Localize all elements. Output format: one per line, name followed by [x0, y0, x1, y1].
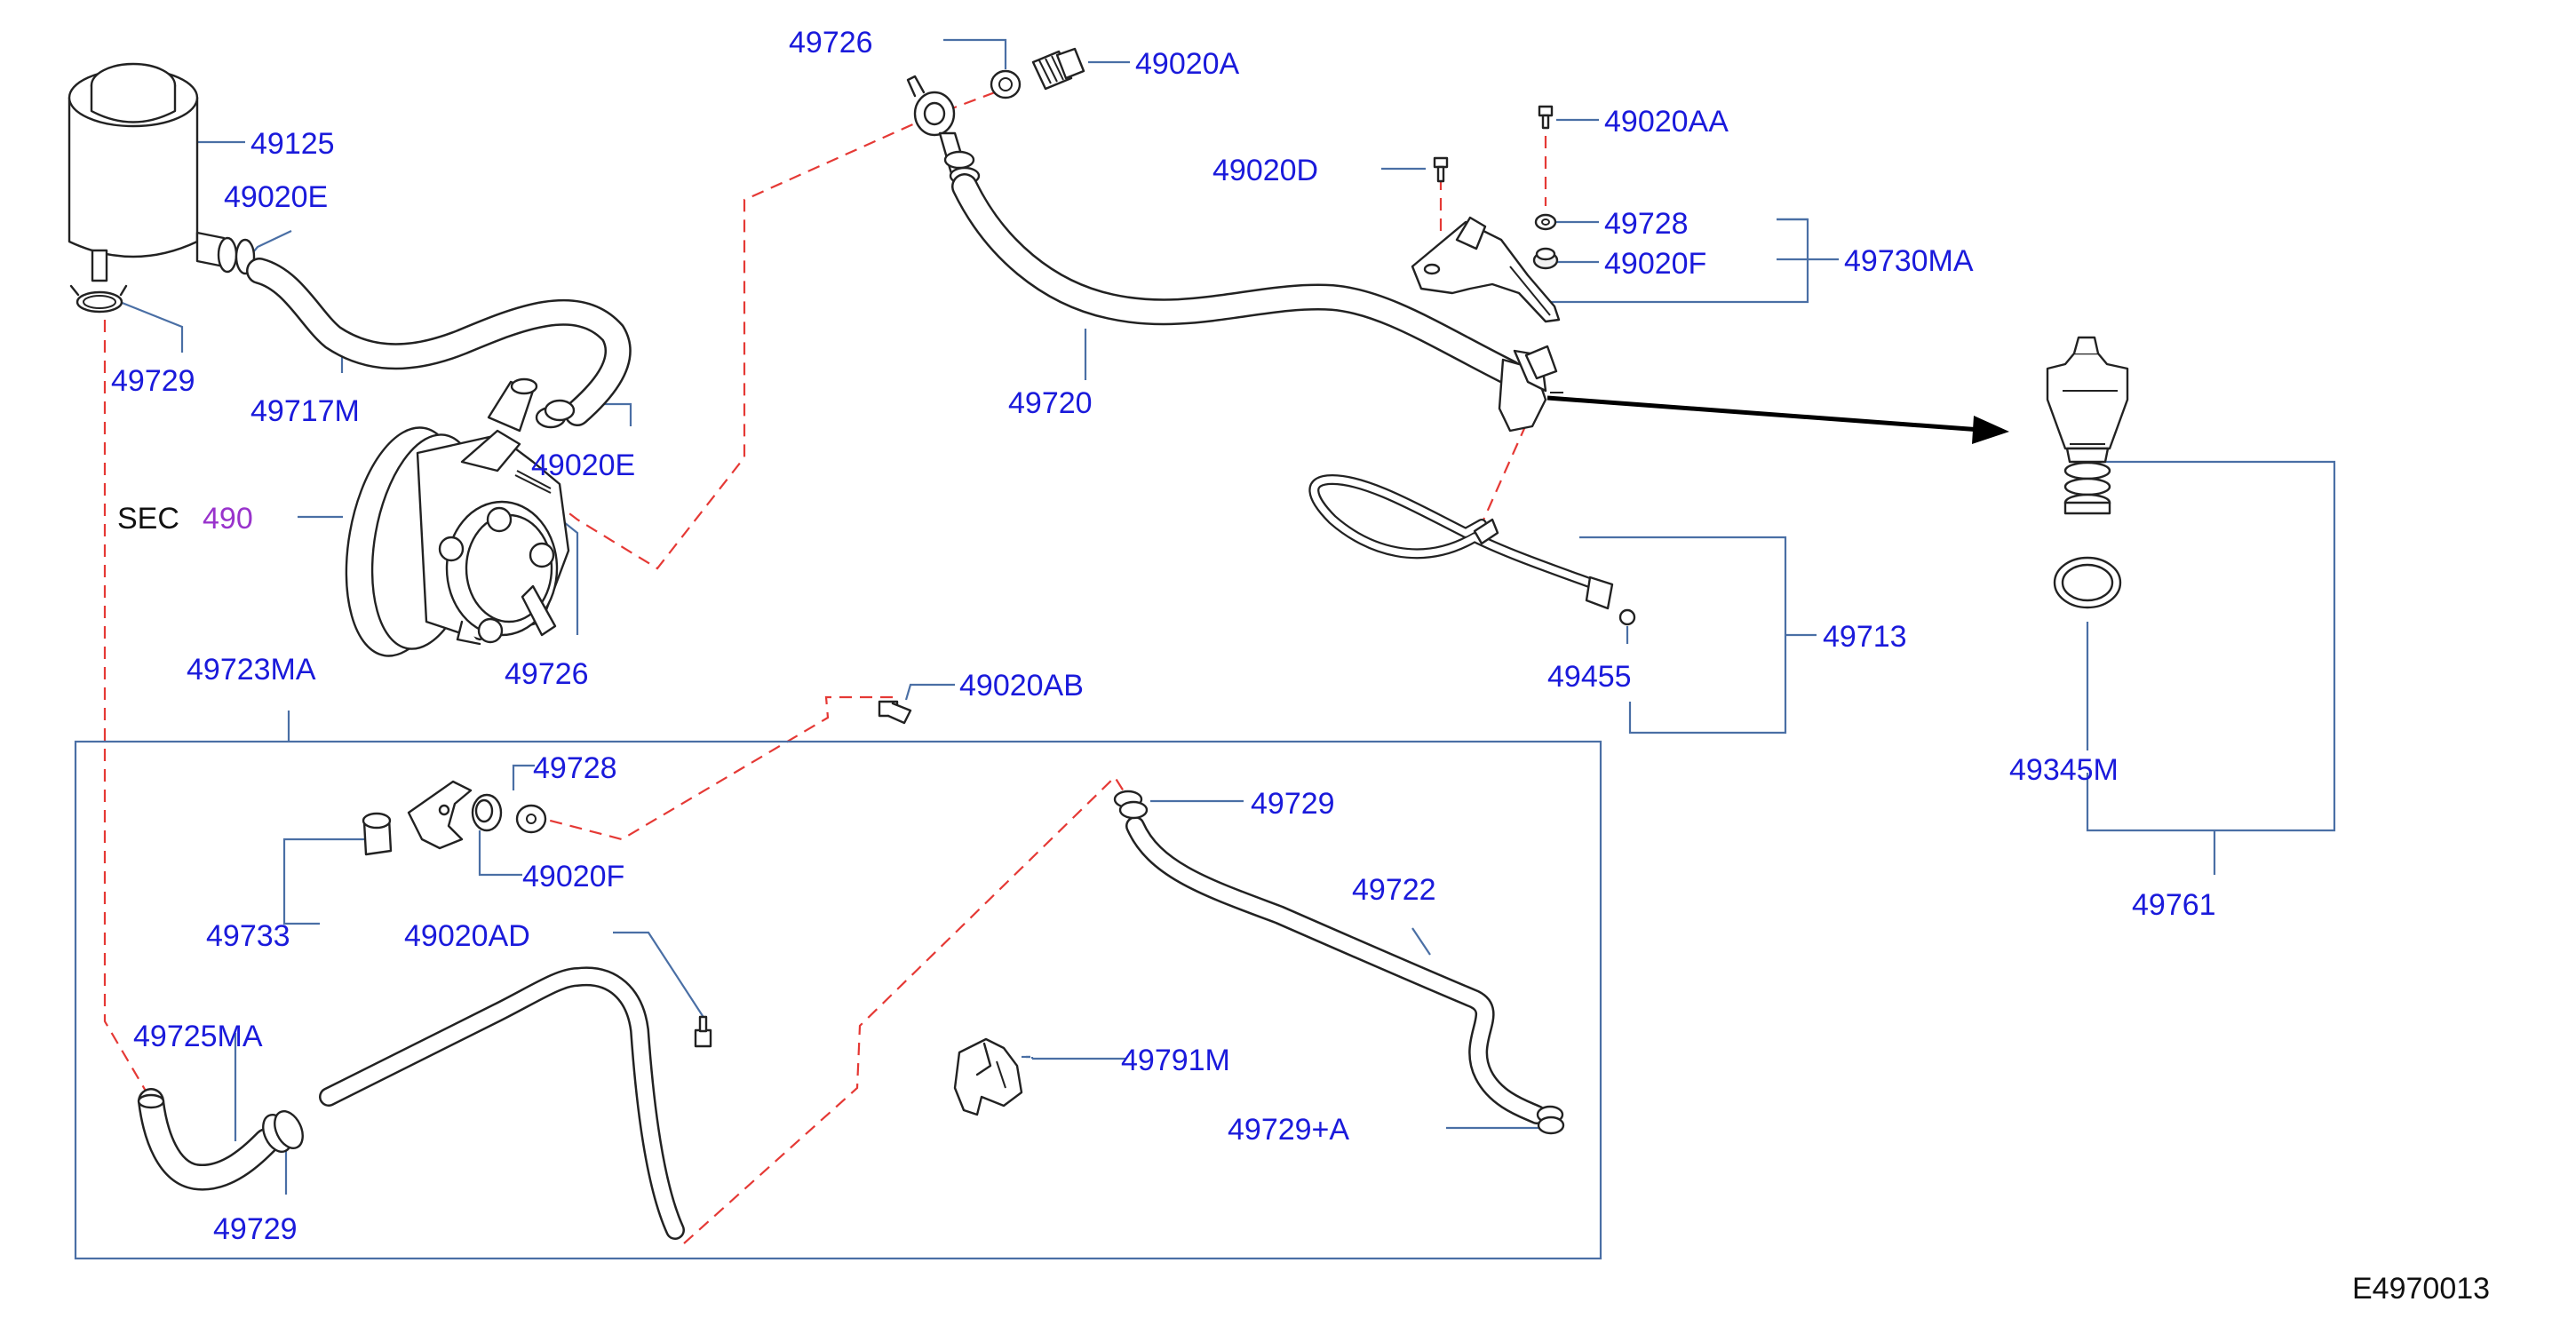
label-49728-box: 49728 [533, 751, 617, 785]
callout-labels: 49726 49020A 49125 49020E 49729 49717M 4… [111, 26, 2490, 1306]
reservoir-49125 [68, 62, 256, 282]
label-49733: 49733 [206, 919, 290, 953]
label-49345M: 49345M [2009, 753, 2119, 787]
pipe-49713 [1308, 474, 1636, 626]
label-49729-box-top: 49729 [1251, 787, 1335, 821]
label-49125: 49125 [250, 127, 335, 161]
label-49020AD: 49020AD [404, 919, 530, 953]
diagram-code: E4970013 [2352, 1272, 2490, 1306]
bolt-49020AD [694, 1015, 712, 1048]
label-49722: 49722 [1352, 873, 1436, 907]
clamp-49729A [1536, 1105, 1565, 1135]
hose-49722 [1125, 816, 1546, 1124]
clamp-49020E-pump [535, 399, 576, 429]
label-49729-box-bottom: 49729 [213, 1212, 298, 1246]
grommet-49020F-box [471, 793, 503, 832]
washer-49728-box [515, 804, 547, 834]
label-section-prefix: SEC [117, 502, 179, 536]
label-49020AA: 49020AA [1604, 105, 1729, 139]
label-49020D: 49020D [1212, 154, 1318, 187]
clamp-49733 [362, 812, 393, 856]
label-49020A: 49020A [1135, 47, 1240, 81]
label-49761: 49761 [2132, 888, 2216, 922]
clamp-49729-box-bottom [262, 1110, 304, 1153]
washer-49726-top [990, 69, 1022, 99]
clamp-49729-reservoir [69, 284, 128, 314]
label-49791M: 49791M [1121, 1044, 1230, 1077]
power-steering-pump [345, 377, 570, 657]
label-49726-pump: 49726 [505, 657, 589, 691]
grommet-49020F-top [1532, 247, 1559, 270]
label-49729A: 49729+A [1228, 1113, 1349, 1147]
sensor-49726-pump [514, 470, 552, 494]
label-49726-top: 49726 [789, 26, 873, 60]
clip-49791M [953, 1037, 1023, 1116]
hose-return-box [319, 966, 685, 1240]
o-ring-49345M [2053, 556, 2122, 609]
label-49730MA: 49730MA [1844, 244, 1974, 278]
label-49455: 49455 [1547, 660, 1632, 694]
banjo-fitting-49726 [906, 75, 956, 137]
label-49717M: 49717M [250, 394, 360, 428]
label-49725MA: 49725MA [133, 1020, 263, 1053]
bolt-49020AA [1538, 105, 1554, 130]
hose-49725MA [137, 1088, 280, 1191]
label-49020F-box: 49020F [522, 860, 624, 893]
clamp-49729-box-top [1113, 790, 1149, 820]
bracket-49730MA [1411, 216, 1561, 323]
bolt-49020D [1433, 156, 1449, 183]
hose-49720 [938, 131, 1563, 433]
label-49720: 49720 [1008, 386, 1093, 420]
hose-49717M [246, 258, 632, 426]
bracket-49791-box [407, 780, 473, 850]
label-49723MA: 49723MA [187, 653, 316, 687]
label-section-number: 490 [203, 502, 253, 536]
arrow-to-detail [1546, 395, 2009, 444]
label-49020F-top: 49020F [1604, 247, 1706, 281]
assembly-box-49723MA [74, 740, 1602, 1260]
label-49713: 49713 [1823, 620, 1907, 654]
dashed-link-lines [103, 91, 1547, 1244]
bolt-49020A [1031, 47, 1085, 91]
washer-49728-top [1534, 213, 1557, 231]
label-49729-left: 49729 [111, 364, 195, 398]
label-49728-top: 49728 [1604, 207, 1689, 241]
label-49020E-top: 49020E [224, 180, 328, 214]
fitting-49761 [2046, 336, 2129, 515]
label-49020E-pump: 49020E [531, 449, 635, 482]
bolt-49020AB [878, 700, 912, 725]
label-49020AB: 49020AB [959, 669, 1084, 703]
leader-lines [119, 38, 2336, 1195]
